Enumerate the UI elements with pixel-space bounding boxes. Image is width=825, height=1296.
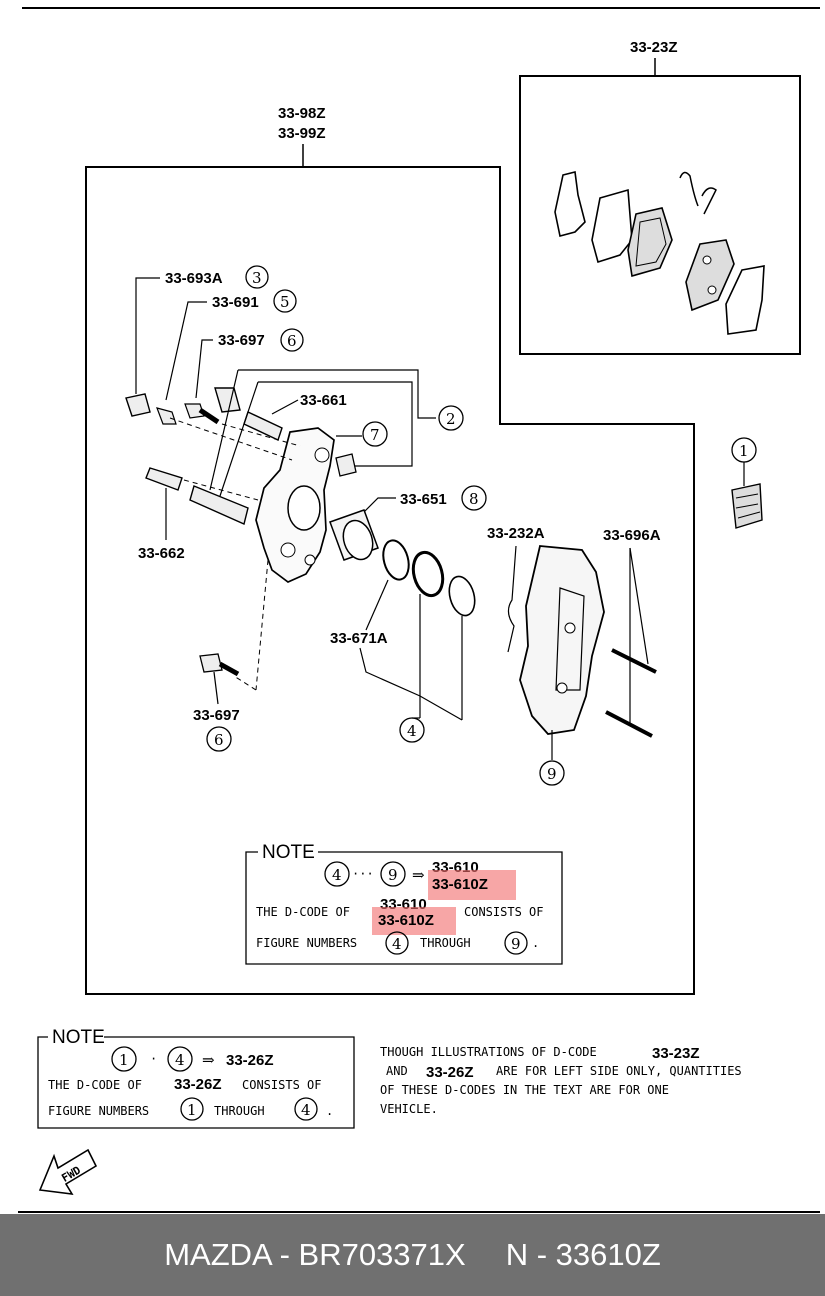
bushing-parts (125, 387, 241, 425)
note-outer-line1-prefix: THE D-CODE OF (48, 1078, 142, 1092)
note-inner-line2-prefix: FIGURE NUMBERS (256, 936, 357, 950)
note-outer-from: 1 (119, 1051, 129, 1069)
caliper-assembly-outline (85, 166, 695, 995)
note-outer-title: NOTE (52, 1027, 105, 1048)
side-text-l4: VEHICLE. (380, 1102, 438, 1116)
label-33-662: 33-662 (138, 545, 185, 562)
label-33-671a: 33-671A (330, 630, 388, 647)
pad-kit-box (519, 75, 801, 355)
footer-bar: MAZDA - BR703371X N - 33610Z (0, 1214, 825, 1296)
anti-rattle-clip-shape (679, 171, 717, 215)
note-outer-code: 33-26Z (226, 1052, 274, 1069)
label-33-697-bottom: 33-697 (193, 707, 240, 724)
side-text-l1a: THOUGH ILLUSTRATIONS OF D-CODE (380, 1045, 597, 1059)
note-inner-line1-code-hl: 33-610Z (378, 912, 434, 929)
note-outer-line2-prefix: FIGURE NUMBERS (48, 1104, 149, 1118)
circle-num-5: 5 (280, 293, 290, 311)
label-33-661: 33-661 (300, 392, 347, 409)
side-text-l2b: 33-26Z (426, 1064, 474, 1081)
circle-num-6-bottom: 6 (214, 731, 224, 749)
brake-pad-shape (627, 207, 673, 278)
fwd-arrow-icon: FWD (38, 1148, 98, 1195)
note-outer-line2-mid: THROUGH (214, 1104, 265, 1118)
side-text-l3: OF THESE D-CODES IN THE TEXT ARE FOR ONE (380, 1083, 669, 1097)
note-inner-arrow: ⇒ (412, 866, 425, 884)
caliper-housing-shape (519, 545, 605, 735)
shim-left-shape (554, 171, 586, 237)
note-inner-line1-suffix: CONSISTS OF (464, 905, 543, 919)
note-inner-line2-end: . (532, 936, 539, 950)
label-33-232a: 33-232A (487, 525, 545, 542)
label-33-651: 33-651 (400, 491, 447, 508)
side-text-l2c: ARE FOR LEFT SIDE ONLY, QUANTITIES (496, 1064, 742, 1078)
brake-pad-outer-shape (685, 239, 735, 312)
circle-num-8: 8 (469, 490, 479, 508)
note-outer-line2-from: 1 (187, 1101, 197, 1119)
note-outer-dots: · (150, 1052, 157, 1066)
label-pad-kit: 33-23Z (630, 39, 678, 56)
note-inner-code-highlight: 33-610Z (432, 876, 488, 893)
note-outer-line2-end: . (326, 1104, 333, 1118)
note-outer-line1-code: 33-26Z (174, 1076, 222, 1093)
note-inner-line2-mid: THROUGH (420, 936, 471, 950)
side-note: THOUGH ILLUSTRATIONS OF D-CODE 33-23Z AN… (380, 1045, 742, 1116)
circle-num-4: 4 (407, 722, 417, 740)
note-outer-arrow: ⇒ (202, 1051, 215, 1069)
side-text-l1b: 33-23Z (652, 1045, 700, 1062)
pad-backing-shape (591, 188, 633, 264)
note-outer-line2-to: 4 (301, 1101, 311, 1119)
label-caliper-1: 33-98Z (278, 105, 326, 122)
footer-brand-code: MAZDA - BR703371X (164, 1237, 466, 1272)
circle-num-7: 7 (370, 426, 380, 444)
note-inner-to: 9 (388, 866, 398, 884)
label-caliper-2: 33-99Z (278, 125, 326, 142)
note-outer: NOTE 1 · 4 ⇒ 33-26Z THE D-CODE OF 33-26Z… (37, 1027, 355, 1129)
label-33-697-top: 33-697 (218, 332, 265, 349)
slide-pin-shape (243, 411, 283, 441)
circle-num-2: 2 (446, 410, 456, 428)
shim-right-shape (725, 265, 765, 335)
note-outer-to: 4 (175, 1051, 185, 1069)
footer-part-number: N - 33610Z (505, 1237, 661, 1272)
note-inner-line2-from: 4 (392, 935, 402, 953)
circle-num-6-top: 6 (287, 332, 297, 350)
label-33-691: 33-691 (212, 294, 259, 311)
note-inner-line1-prefix: THE D-CODE OF (256, 905, 350, 919)
side-text-l2a: AND (386, 1064, 408, 1078)
note-inner: NOTE 4 ··· 9 ⇒ 33-610 33-610Z THE D-CODE… (245, 842, 563, 965)
circle-num-1: 1 (739, 442, 749, 460)
circle-num-9: 9 (547, 765, 557, 783)
label-33-696a: 33-696A (603, 527, 661, 544)
note-inner-title: NOTE (262, 842, 315, 863)
label-33-693a: 33-693A (165, 270, 223, 287)
note-inner-dots: ··· (352, 867, 374, 881)
pad-kit-group: 33-23Z (519, 39, 801, 355)
parts-diagram: 33-23Z 33-98Z 33-99Z 33-693A 3 33-691 5 … (18, 7, 820, 1213)
circle-num-3: 3 (252, 269, 262, 287)
note-inner-line2-to: 9 (511, 935, 521, 953)
note-inner-from: 4 (332, 866, 342, 884)
piston-shape (329, 509, 379, 561)
note-outer-line1-suffix: CONSISTS OF (242, 1078, 321, 1092)
